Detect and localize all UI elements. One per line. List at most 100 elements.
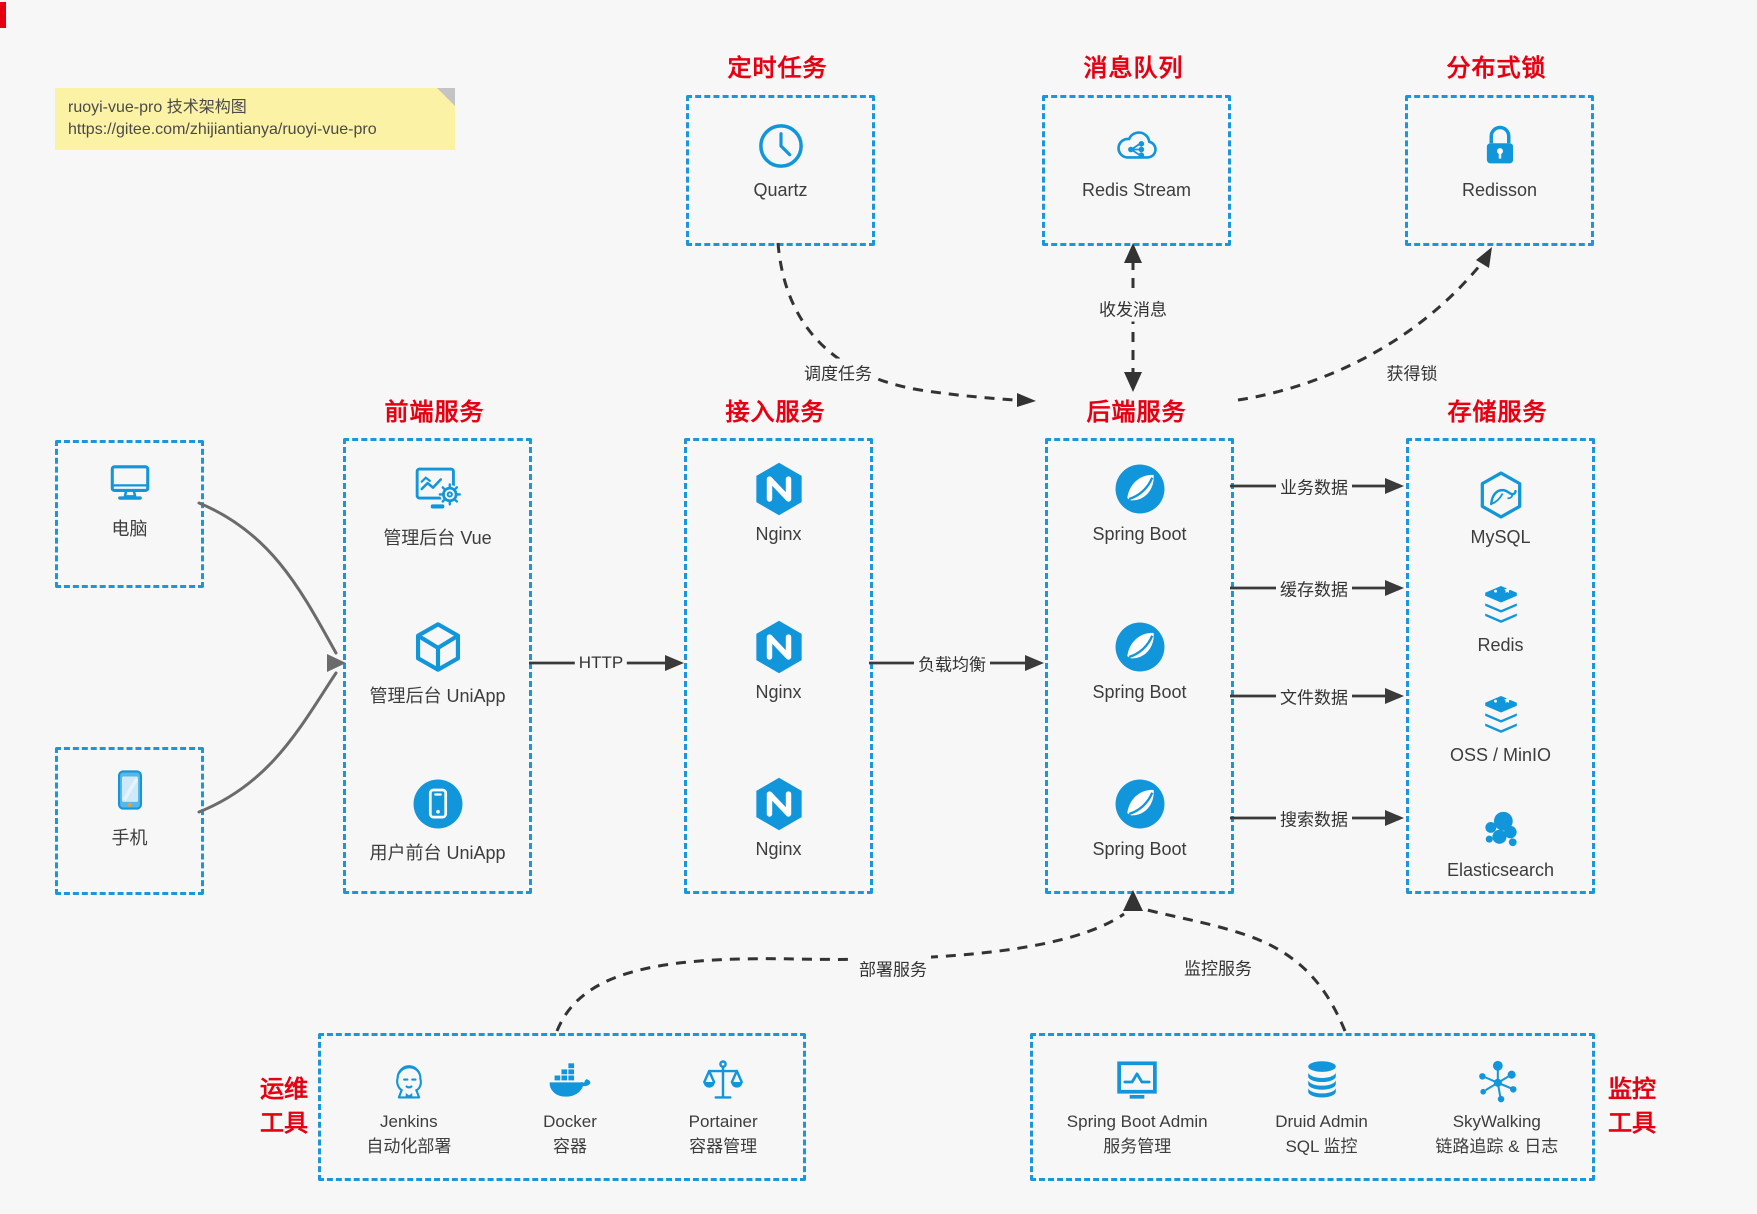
group-title-distributed-lock: 分布式锁 xyxy=(1446,55,1547,82)
docker-icon xyxy=(542,1056,598,1108)
node-label: Nginx xyxy=(755,524,802,544)
node-label: Elasticsearch xyxy=(1446,860,1555,880)
side-label-line: 工具 xyxy=(260,1110,308,1137)
node-pc: 电脑 xyxy=(58,455,201,541)
node-label: Redis Stream xyxy=(1081,180,1192,200)
clock-icon xyxy=(753,118,809,174)
node-label: 管理后台 UniApp xyxy=(369,686,506,706)
node-mobile: 手机 xyxy=(58,762,201,850)
nginx-icon xyxy=(750,775,808,833)
box-frontend: 管理后台 Vue 管理后台 UniApp 用户前台 UniApp xyxy=(343,438,532,894)
node-sublabel: 容器管理 xyxy=(689,1137,758,1156)
node-user-uniapp: 用户前台 UniApp xyxy=(346,775,529,865)
edge-label-http: HTTP xyxy=(574,652,628,674)
lock-icon xyxy=(1472,116,1528,174)
node-sublabel: 自动化部署 xyxy=(366,1137,452,1156)
network-nodes-icon xyxy=(1471,1056,1523,1108)
node-label: Nginx xyxy=(755,682,802,702)
box-scheduled-task: Quartz xyxy=(686,95,875,246)
node-label: 管理后台 Vue xyxy=(383,528,492,548)
group-title-gateway: 接入服务 xyxy=(725,399,826,426)
monitor-chart-icon xyxy=(1110,1056,1164,1108)
node-portainer: Portainer 容器管理 xyxy=(689,1056,758,1158)
node-nginx-2: Nginx xyxy=(687,618,870,703)
admin-vue-icon xyxy=(409,460,467,518)
group-title-backend: 后端服务 xyxy=(1086,399,1187,426)
node-quartz: Quartz xyxy=(689,118,872,201)
node-redisson: Redisson xyxy=(1408,116,1591,201)
edge-label-schedule-task: 调度任务 xyxy=(800,358,876,386)
side-label-line: 监控 xyxy=(1608,1076,1656,1103)
node-sublabel: SQL 监控 xyxy=(1285,1137,1358,1156)
side-label-monitor-tools: 监控 工具 xyxy=(1597,1073,1667,1141)
node-label: Jenkins xyxy=(380,1112,438,1131)
box-client-mobile: 手机 xyxy=(55,747,204,895)
node-label: Druid Admin xyxy=(1275,1112,1368,1131)
red-corner-mark xyxy=(0,2,6,28)
edge-label-business-data: 业务数据 xyxy=(1276,472,1352,500)
node-label: Nginx xyxy=(755,839,802,859)
node-springboot-2: Spring Boot xyxy=(1048,618,1231,703)
sticky-note: ruoyi-vue-pro 技术架构图 https://gitee.com/zh… xyxy=(55,88,455,150)
group-title-message-queue: 消息队列 xyxy=(1083,55,1184,82)
node-redis-stream: Redis Stream xyxy=(1045,118,1228,201)
node-nginx-1: Nginx xyxy=(687,460,870,545)
edge-label-deploy-service: 部署服务 xyxy=(855,954,931,982)
node-label: Quartz xyxy=(753,180,808,200)
mobile-app-circle-icon xyxy=(409,775,467,833)
node-label: Docker xyxy=(543,1112,597,1131)
node-oss-minio: OSS / MinIO xyxy=(1409,689,1592,766)
node-elasticsearch: Elasticsearch xyxy=(1409,804,1592,881)
spring-icon xyxy=(1111,775,1169,833)
client-connectors xyxy=(197,501,338,814)
spring-icon xyxy=(1111,460,1169,518)
node-redis: Redis xyxy=(1409,579,1592,656)
smartphone-icon xyxy=(103,762,157,818)
database-icon xyxy=(1296,1056,1348,1108)
group-title-storage: 存储服务 xyxy=(1447,399,1548,426)
node-skywalking: SkyWalking 链路追踪 & 日志 xyxy=(1435,1056,1558,1158)
node-label: Spring Boot xyxy=(1092,524,1187,544)
node-sublabel: 链路追踪 & 日志 xyxy=(1435,1137,1559,1156)
edge-label-search-data: 搜索数据 xyxy=(1276,804,1352,832)
sticky-note-fold xyxy=(437,88,455,106)
note-title: ruoyi-vue-pro 技术架构图 xyxy=(68,99,247,116)
edge-label-send-receive-msg: 收发消息 xyxy=(1095,294,1171,322)
node-label: Spring Boot xyxy=(1092,682,1187,702)
box-client-pc: 电脑 xyxy=(55,440,204,588)
node-spring-boot-admin: Spring Boot Admin 服务管理 xyxy=(1067,1056,1208,1158)
side-label-line: 工具 xyxy=(1608,1110,1656,1137)
portainer-scales-icon xyxy=(697,1056,749,1108)
node-label: OSS / MinIO xyxy=(1449,745,1552,765)
spring-icon xyxy=(1111,618,1169,676)
side-label-line: 运维 xyxy=(260,1076,308,1103)
box-backend: Spring Boot Spring Boot Spring Boot xyxy=(1045,438,1234,894)
box-storage: MySQL Redis xyxy=(1406,438,1595,894)
sticky-note-text: ruoyi-vue-pro 技术架构图 https://gitee.com/zh… xyxy=(68,97,377,141)
edge-label-file-data: 文件数据 xyxy=(1276,682,1352,710)
node-label: 用户前台 UniApp xyxy=(369,843,506,863)
nginx-icon xyxy=(750,460,808,518)
box-distributed-lock: Redisson xyxy=(1405,95,1594,246)
group-title-frontend: 前端服务 xyxy=(384,399,485,426)
redis-layers-icon xyxy=(1476,689,1526,739)
node-sublabel: 容器 xyxy=(553,1137,587,1156)
side-label-ops-tools: 运维 工具 xyxy=(249,1073,319,1141)
node-label: Redisson xyxy=(1461,180,1538,200)
edge-label-acquire-lock: 获得锁 xyxy=(1382,358,1442,386)
node-label: SkyWalking xyxy=(1452,1112,1541,1131)
node-label: MySQL xyxy=(1470,527,1531,547)
node-label: 手机 xyxy=(111,828,148,848)
node-label: Spring Boot xyxy=(1092,839,1187,859)
note-url: https://gitee.com/zhijiantianya/ruoyi-vu… xyxy=(68,121,377,138)
group-title-scheduled-task: 定时任务 xyxy=(727,55,828,82)
node-label: 电脑 xyxy=(111,519,148,539)
redis-layers-icon xyxy=(1476,579,1526,629)
node-label: Redis xyxy=(1477,635,1524,655)
node-jenkins: Jenkins 自动化部署 xyxy=(366,1056,451,1158)
node-label: Spring Boot Admin xyxy=(1066,1112,1208,1131)
node-druid-admin: Druid Admin SQL 监控 xyxy=(1275,1056,1368,1158)
box-gateway: Nginx Nginx Nginx xyxy=(684,438,873,894)
node-springboot-3: Spring Boot xyxy=(1048,775,1231,860)
